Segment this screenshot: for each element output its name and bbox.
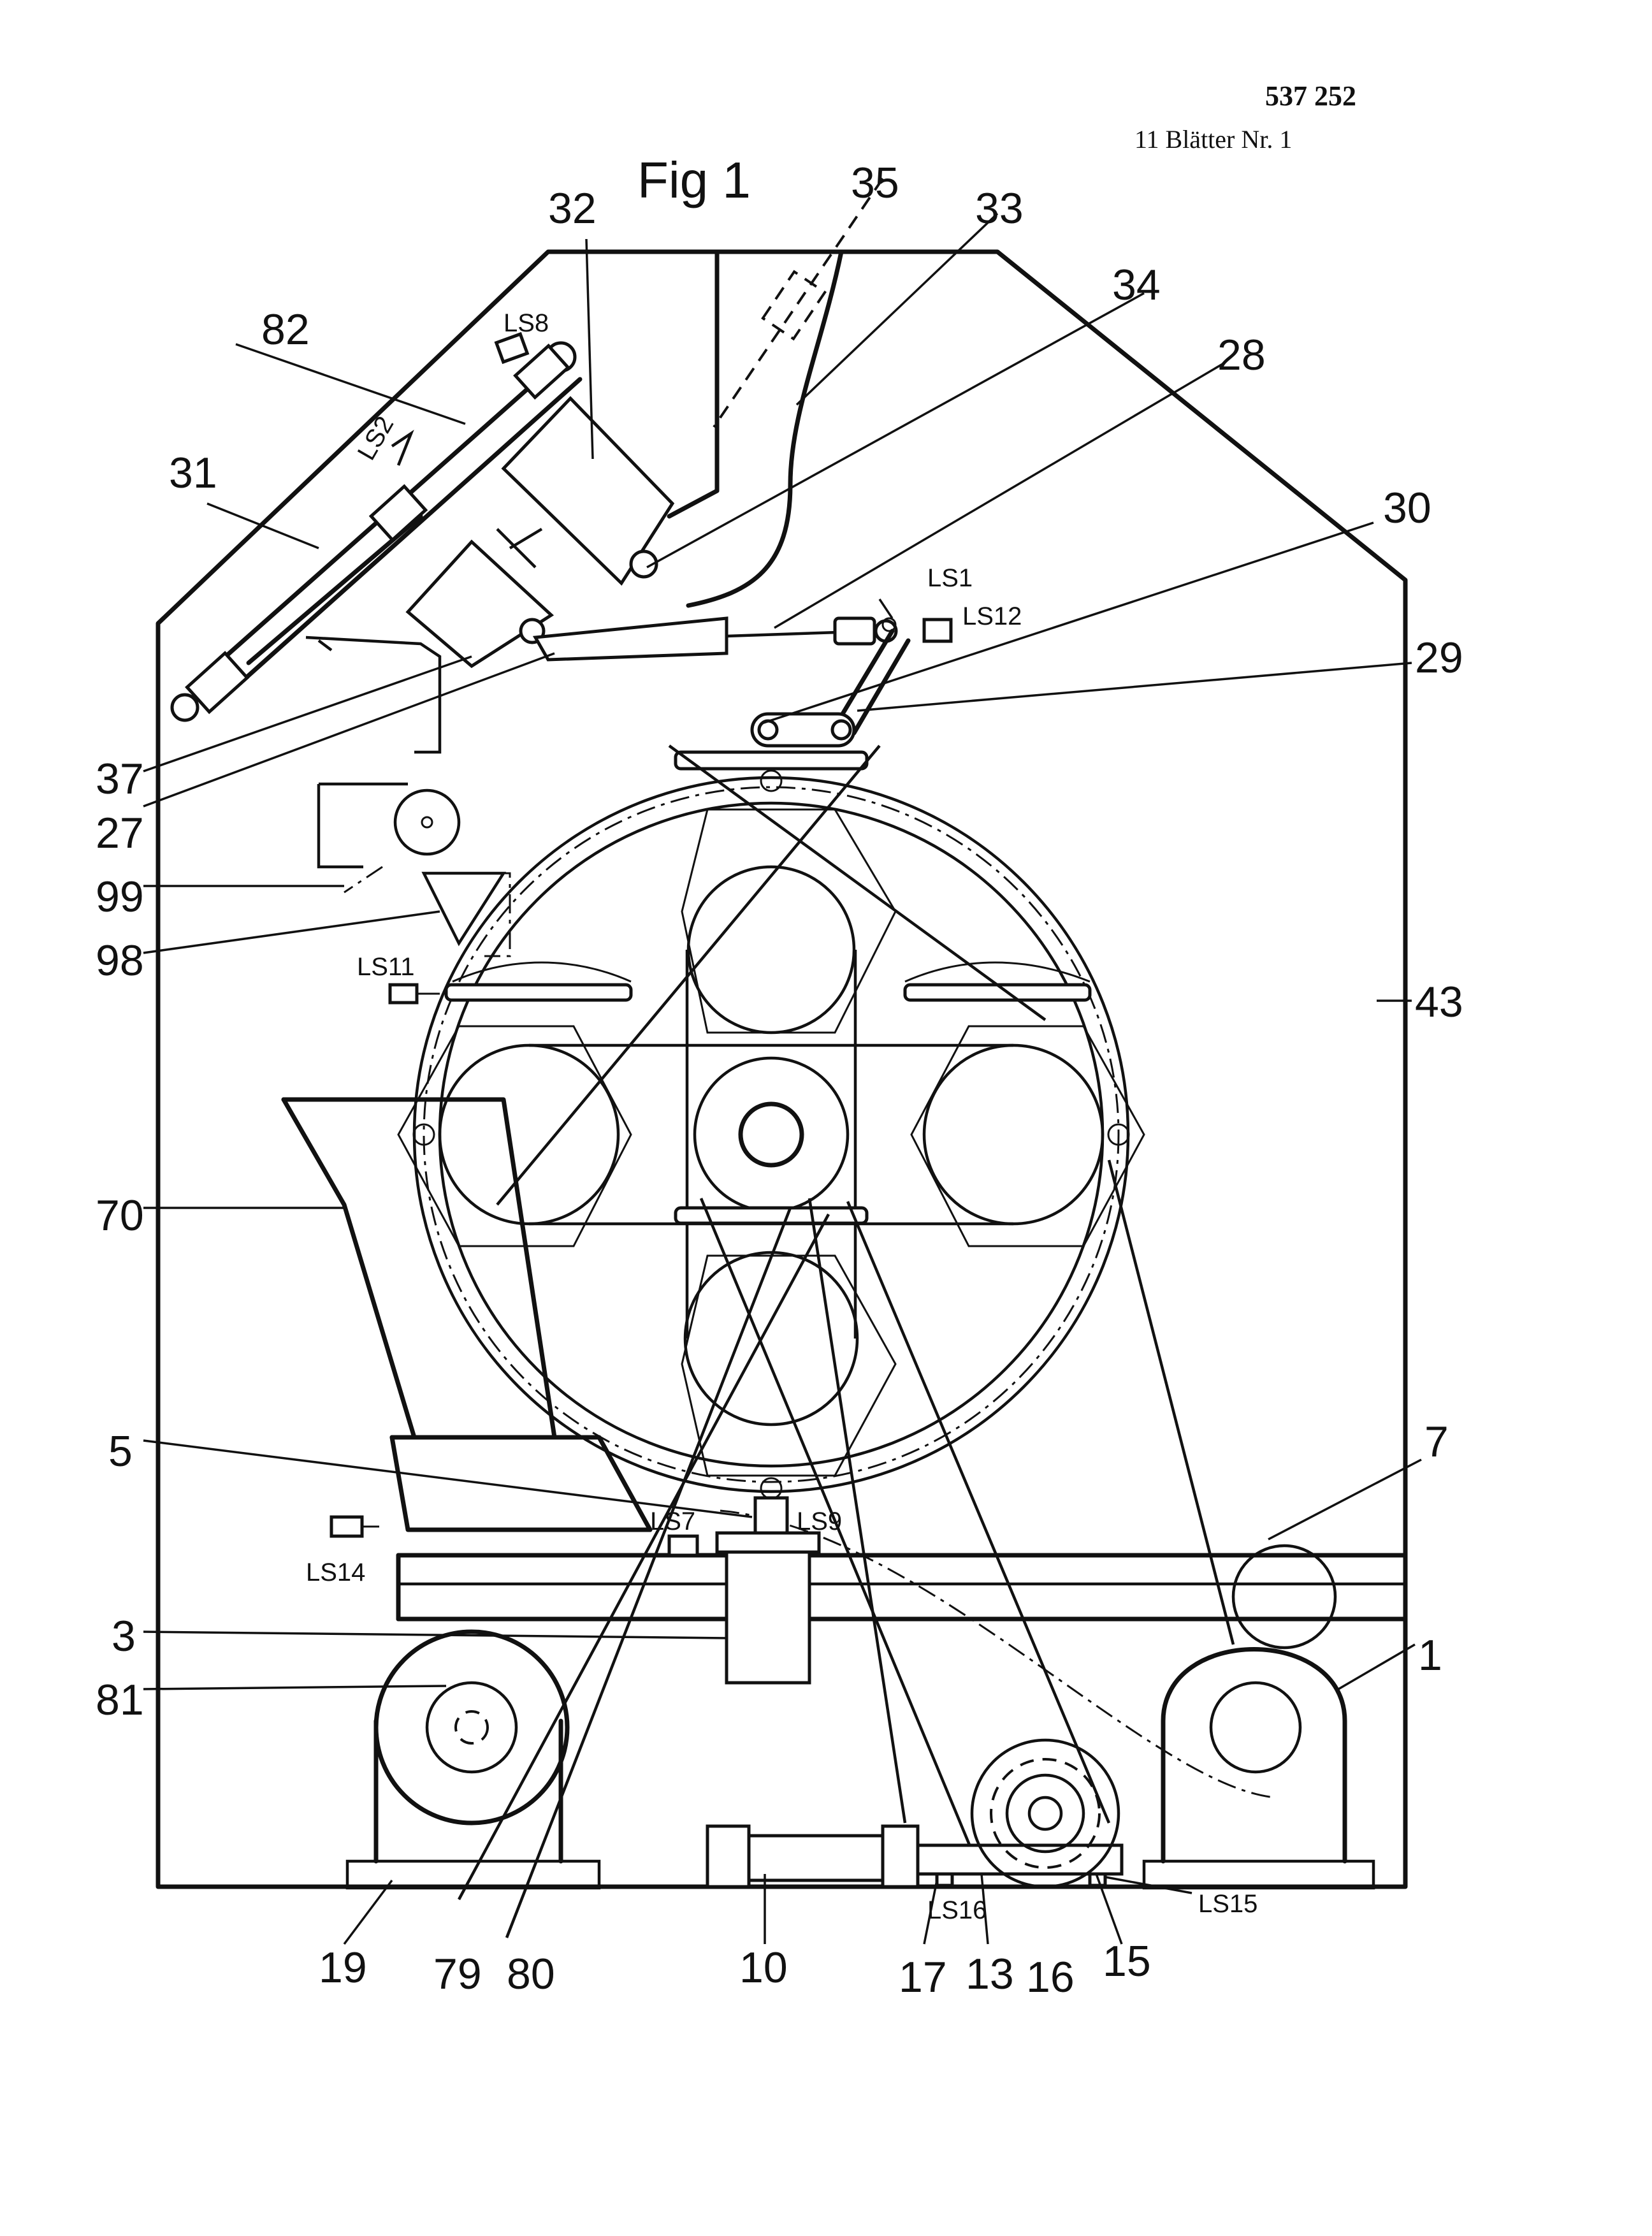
label-82: 82 [261,305,310,354]
label-17: 17 [899,1953,947,2001]
label-33: 33 [975,184,1024,233]
label-ls8: LS8 [504,309,549,337]
label-3: 3 [112,1612,136,1660]
label-30: 30 [1383,484,1431,532]
label-ls11: LS11 [357,953,414,981]
leader-lines [143,214,1421,1944]
label-79: 79 [433,1950,482,1998]
label-35: 35 [851,159,899,207]
actuator-28 [521,618,896,660]
label-7: 7 [1424,1418,1449,1466]
label-16: 16 [1026,1953,1075,2001]
lever-29 [752,631,908,746]
roll-79 [347,1632,599,1888]
label-15: 15 [1103,1937,1151,1986]
roll-stand-1 [1144,1650,1373,1889]
label-19: 19 [319,1943,367,1992]
label-27: 27 [96,809,144,857]
label-98: 98 [96,936,144,985]
cylinder-31 [172,343,580,720]
label-ls2: LS2 [352,412,400,465]
label-ls15: LS15 [1198,1890,1257,1918]
label-99: 99 [96,873,144,921]
label-32: 32 [548,184,597,233]
belt-lines [459,746,1275,1938]
label-37: 37 [96,755,144,803]
label-ls14: LS14 [306,1558,365,1586]
label-ls7: LS7 [650,1507,695,1535]
ls14-switch [331,1517,362,1536]
label-ls1: LS1 [927,564,973,592]
label-29: 29 [1415,634,1463,682]
label-13: 13 [966,1950,1014,1998]
cylinder-10 [707,1826,1122,1887]
figure-title: Fig 1 [637,152,751,208]
label-70: 70 [96,1191,144,1240]
label-10: 10 [739,1943,788,1992]
label-31: 31 [169,449,217,497]
label-34: 34 [1112,261,1161,309]
feed-chute [669,178,883,606]
conveyor-table [398,1546,1405,1648]
feeder-99 [319,784,510,956]
label-1: 1 [1418,1631,1442,1680]
label-ls9: LS9 [797,1507,842,1535]
label-81: 81 [96,1676,144,1724]
label-28: 28 [1217,331,1266,379]
label-ls16: LS16 [927,1896,987,1924]
ls12-switch [924,620,951,641]
label-80: 80 [507,1950,555,1998]
ls11-switch [390,985,417,1003]
label-ls12: LS12 [962,602,1022,630]
label-5: 5 [108,1427,133,1476]
turret-wheel [398,752,1144,1499]
label-43: 43 [1415,978,1463,1026]
